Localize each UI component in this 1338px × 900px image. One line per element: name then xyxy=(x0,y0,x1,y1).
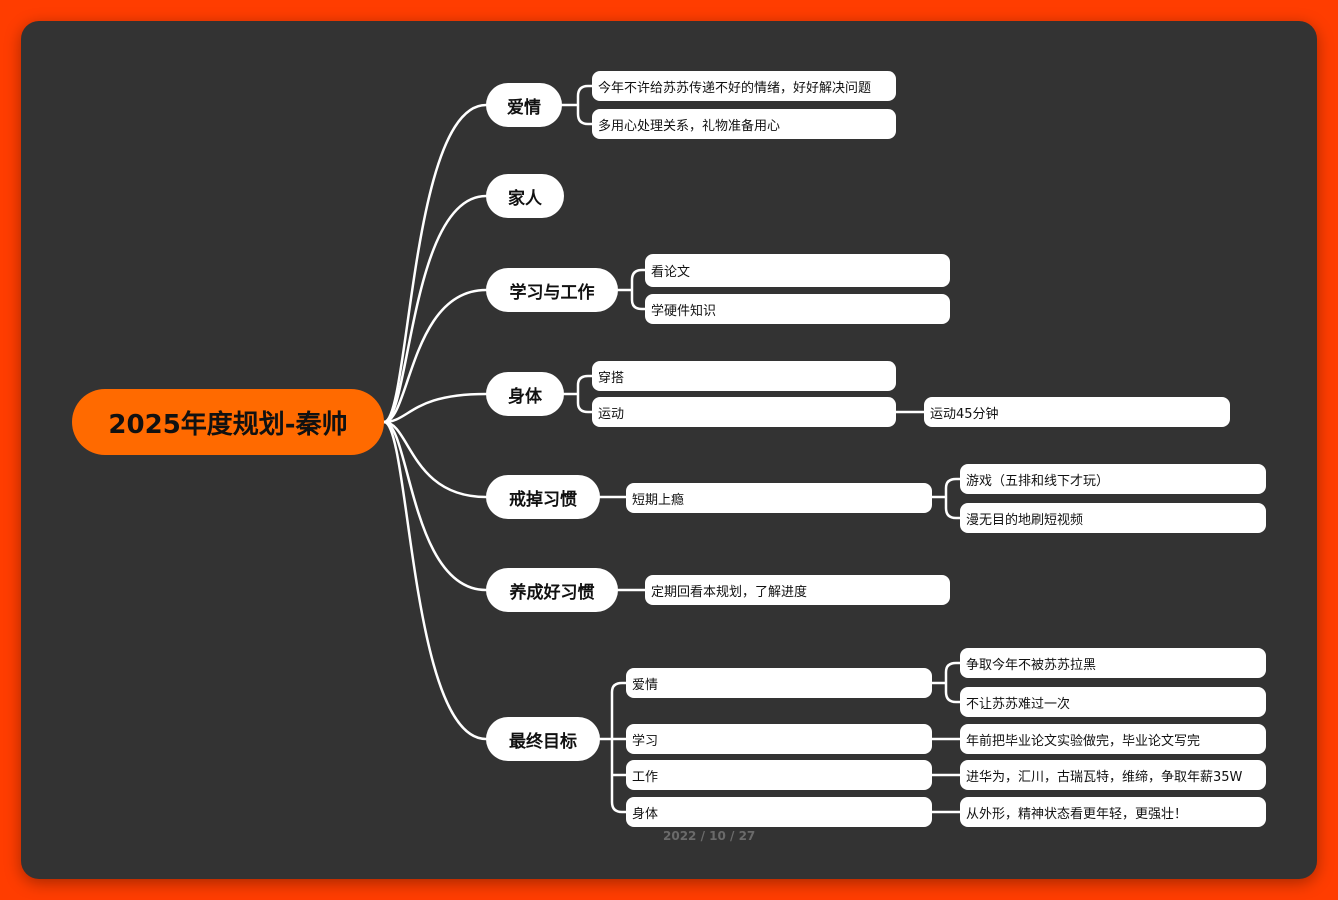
leaf-goal-work-1[interactable]: 进华为，汇川，古瑞瓦特，维缔，争取年薪35W xyxy=(960,760,1266,790)
leaf-goal-study[interactable]: 学习 xyxy=(626,724,932,754)
leaf-quit-1[interactable]: 短期上瘾 xyxy=(626,483,932,513)
link-goal-love xyxy=(930,661,962,704)
leaf-quit-1-2[interactable]: 漫无目的地刷短视频 xyxy=(960,503,1266,533)
leaf-study-1[interactable]: 看论文 xyxy=(645,254,950,287)
link-body xyxy=(562,374,594,414)
link-root-quit xyxy=(382,420,488,499)
topic-family[interactable]: 家人 xyxy=(486,174,564,218)
leaf-goal-love[interactable]: 爱情 xyxy=(626,668,932,698)
link-quit-sub xyxy=(930,477,962,520)
root-node[interactable]: 2025年度规划-秦帅 xyxy=(72,389,384,455)
leaf-love-1[interactable]: 今年不许给苏苏传递不好的情绪，好好解决问题 xyxy=(592,71,896,101)
leaf-goal-body[interactable]: 身体 xyxy=(626,797,932,827)
link-goal xyxy=(598,681,628,814)
date-footer: 2022 / 10 / 27 xyxy=(663,829,756,843)
leaf-body-2-1[interactable]: 运动45分钟 xyxy=(924,397,1230,427)
link-root-goal xyxy=(382,420,488,741)
leaf-love-2[interactable]: 多用心处理关系，礼物准备用心 xyxy=(592,109,896,139)
link-root-family xyxy=(382,194,488,424)
link-root-body xyxy=(382,392,488,424)
leaf-quit-1-1[interactable]: 游戏（五排和线下才玩） xyxy=(960,464,1266,494)
link-love xyxy=(560,84,594,126)
link-root-study xyxy=(382,288,488,424)
topic-good-habits[interactable]: 养成好习惯 xyxy=(486,568,618,612)
leaf-goal-study-1[interactable]: 年前把毕业论文实验做完，毕业论文写完 xyxy=(960,724,1266,754)
link-root-love xyxy=(382,103,488,424)
leaf-body-1[interactable]: 穿搭 xyxy=(592,361,896,391)
leaf-goal-body-1[interactable]: 从外形，精神状态看更年轻，更强壮！ xyxy=(960,797,1266,827)
topic-body[interactable]: 身体 xyxy=(486,372,564,416)
topic-final-goal[interactable]: 最终目标 xyxy=(486,717,600,761)
topic-love[interactable]: 爱情 xyxy=(486,83,562,127)
leaf-body-2[interactable]: 运动 xyxy=(592,397,896,427)
topic-quit-habits[interactable]: 戒掉习惯 xyxy=(486,475,600,519)
leaf-habit-1[interactable]: 定期回看本规划，了解进度 xyxy=(645,575,950,605)
leaf-study-2[interactable]: 学硬件知识 xyxy=(645,294,950,324)
leaf-goal-love-1[interactable]: 争取今年不被苏苏拉黑 xyxy=(960,648,1266,678)
leaf-goal-love-2[interactable]: 不让苏苏难过一次 xyxy=(960,687,1266,717)
leaf-goal-work[interactable]: 工作 xyxy=(626,760,932,790)
topic-study-work[interactable]: 学习与工作 xyxy=(486,268,618,312)
link-study xyxy=(616,268,647,311)
link-root-habit xyxy=(382,420,488,592)
